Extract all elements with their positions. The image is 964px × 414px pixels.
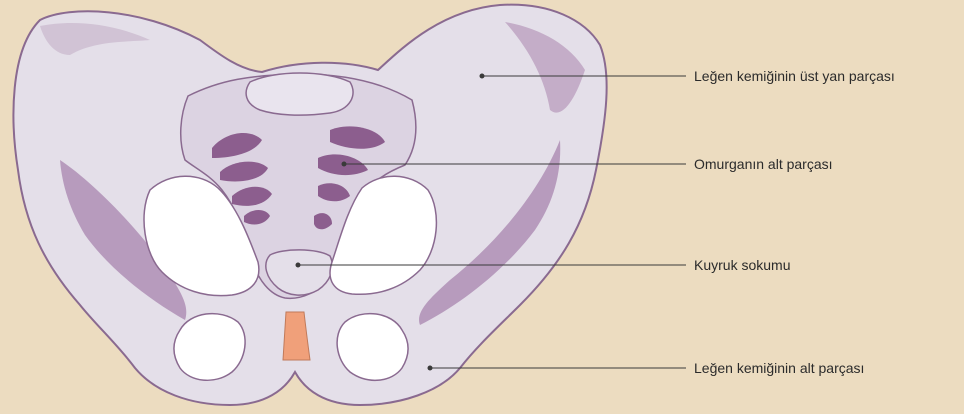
left-obturator-foramen <box>174 314 245 381</box>
label-tailbone: Kuyruk sokumu <box>694 257 790 273</box>
sacral-promontory <box>246 73 353 115</box>
dot-lower-part <box>428 366 433 371</box>
dot-upper-side <box>480 74 485 79</box>
right-obturator-foramen <box>337 314 408 381</box>
label-lower-spine: Omurganın alt parçası <box>694 156 833 172</box>
label-upper-side: Leğen kemiğinin üst yan parçası <box>694 68 895 84</box>
dot-lower-spine <box>342 162 347 167</box>
dot-tailbone <box>296 263 301 268</box>
label-lower-part: Leğen kemiğinin alt parçası <box>694 360 864 376</box>
